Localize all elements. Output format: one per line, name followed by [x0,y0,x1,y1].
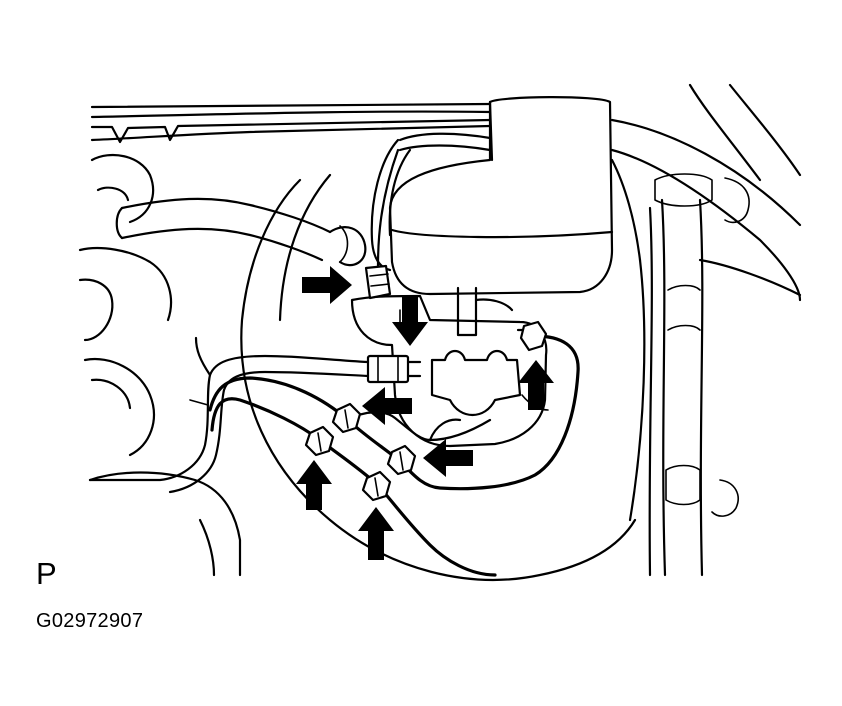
flare-nut-5 [519,320,548,352]
arrow-icon [518,360,554,410]
callout-arrows [296,266,554,560]
arrow-icon [423,439,473,477]
right-body-panel [610,83,802,517]
flare-nuts [304,320,548,502]
arrow-icon [296,460,332,510]
arrow-icon [358,507,394,560]
pressure-switch-connector [366,354,422,384]
vacuum-hose [115,197,367,267]
left-strut-tower [78,153,242,577]
view-direction-label: P [36,556,57,591]
figure-id: G02972907 [36,610,144,632]
switch-wiring [88,336,370,494]
wire-harness [648,173,713,577]
brake-booster [240,158,646,581]
fluid-reservoir [370,96,614,296]
arrow-icon [362,387,412,425]
arrow-icon [392,296,428,346]
cowl-panel [90,102,492,144]
level-switch-connector [364,148,400,300]
arrow-icon [302,266,352,304]
